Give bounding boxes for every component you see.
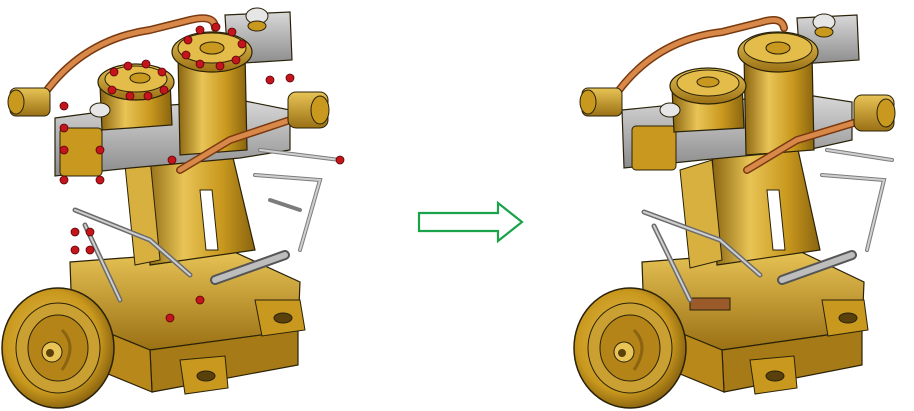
bolts <box>59 22 345 323</box>
engine-model-after[interactable] <box>572 0 914 411</box>
engine-before-icon <box>1 7 345 409</box>
right-arrow-icon <box>414 200 528 244</box>
engine-after-icon <box>573 13 896 409</box>
engine-model-before[interactable] <box>0 0 345 411</box>
